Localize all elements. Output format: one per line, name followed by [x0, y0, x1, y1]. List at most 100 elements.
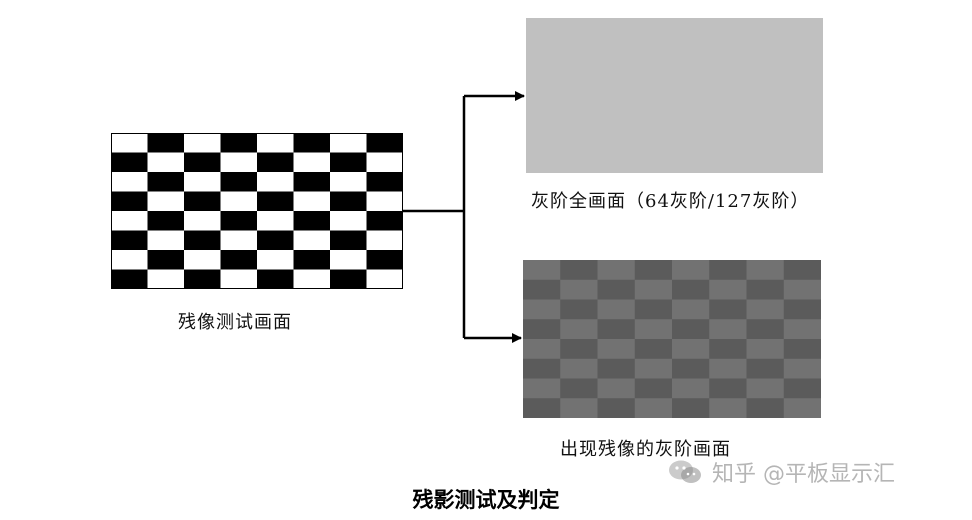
ghost-cell — [523, 319, 561, 340]
ghost-cell — [672, 279, 710, 300]
ghost-cell — [560, 358, 598, 379]
ghost-cell — [597, 378, 636, 399]
ghost-cell — [709, 319, 747, 340]
ghost-cell — [597, 339, 636, 360]
checker-cell — [366, 172, 403, 192]
checker-cell — [293, 230, 331, 251]
ghost-cell — [634, 358, 673, 379]
checker-cell — [147, 250, 185, 270]
checker-cell — [257, 172, 294, 192]
checker-cell — [220, 191, 258, 212]
ghost-cell — [709, 358, 747, 379]
checker-cell — [257, 211, 294, 231]
checker-cell — [366, 133, 403, 153]
checker-cell — [330, 230, 367, 251]
checker-cell — [184, 152, 221, 173]
checker-cell — [330, 211, 367, 231]
checker-cell — [293, 250, 331, 270]
checker-cell — [220, 230, 258, 251]
checker-cell — [366, 152, 403, 173]
checker-cell — [330, 269, 367, 289]
watermark-text: 知乎 @平板显示汇 — [712, 462, 895, 487]
ghost-cell — [597, 260, 636, 281]
ghost-cell — [746, 319, 785, 340]
checker-cell — [184, 211, 221, 231]
checker-cell — [147, 133, 185, 153]
ghost-cell — [783, 319, 821, 340]
ghost-cell — [523, 358, 561, 379]
ghost-cell — [783, 378, 821, 399]
ghost-cell — [746, 279, 785, 300]
checker-cell — [366, 191, 403, 212]
ghost-cell — [672, 319, 710, 340]
ghost-cell — [634, 319, 673, 340]
checker-cell — [184, 172, 221, 192]
ghost-cell — [783, 299, 821, 320]
ghost-cell — [560, 378, 598, 399]
checker-cell — [220, 269, 258, 289]
checker-cell — [184, 269, 221, 289]
ghost-cell — [746, 339, 785, 360]
ghost-cell — [746, 260, 785, 281]
ghost-cell — [709, 279, 747, 300]
checker-cell — [147, 269, 185, 289]
checker-cell — [293, 152, 331, 173]
ghost-cell — [746, 299, 785, 320]
ghost-cell — [634, 398, 673, 418]
ghost-cell — [634, 299, 673, 320]
ghost-cell — [709, 378, 747, 399]
checker-cell — [184, 250, 221, 270]
checker-cell — [184, 133, 221, 153]
ghost-cell — [746, 398, 785, 418]
ghost-cell — [672, 260, 710, 281]
grayscale-label: 灰阶全画面（64灰阶/127灰阶） — [531, 191, 810, 212]
checkerboard-test-pattern — [111, 133, 403, 289]
ghost-cell — [672, 378, 710, 399]
ghost-cell — [597, 319, 636, 340]
checker-cell — [147, 152, 185, 173]
ghost-cell — [597, 299, 636, 320]
ghost-cell — [560, 279, 598, 300]
ghost-cell — [746, 378, 785, 399]
checker-cell — [257, 269, 294, 289]
ghost-cell — [783, 398, 821, 418]
checker-cell — [366, 250, 403, 270]
checker-cell — [293, 191, 331, 212]
ghost-cell — [634, 339, 673, 360]
checker-cell — [257, 250, 294, 270]
checker-cell — [366, 230, 403, 251]
checker-cell — [257, 133, 294, 153]
afterimage-grayscale-panel — [523, 260, 821, 418]
ghost-cell — [523, 339, 561, 360]
ghost-cell — [672, 339, 710, 360]
ghost-cell — [709, 299, 747, 320]
checker-cell — [330, 191, 367, 212]
checker-border — [111, 133, 403, 289]
checker-cell — [147, 172, 185, 192]
wechat-icon — [669, 460, 701, 483]
watermark: 知乎 @平板显示汇 — [668, 456, 895, 488]
checker-cell — [147, 211, 185, 231]
checker-cell — [330, 172, 367, 192]
ghost-cell — [597, 398, 636, 418]
ghost-cell — [523, 279, 561, 300]
ghost-cell — [634, 378, 673, 399]
checker-cell — [111, 172, 148, 192]
checker-cell — [147, 230, 185, 251]
checker-cell — [111, 250, 148, 270]
checker-cell — [220, 152, 258, 173]
ghost-cell — [523, 378, 561, 399]
checker-cell — [111, 191, 148, 212]
ghost-cell — [783, 260, 821, 281]
checker-cell — [293, 269, 331, 289]
ghost-cell — [634, 260, 673, 281]
ghost-cell — [597, 279, 636, 300]
checker-cell — [293, 172, 331, 192]
checker-cell — [220, 211, 258, 231]
ghost-cell — [672, 358, 710, 379]
ghost-cell — [783, 279, 821, 300]
checker-cell — [330, 250, 367, 270]
checker-cell — [220, 133, 258, 153]
checkerboard-label: 残像测试画面 — [178, 312, 292, 333]
ghost-cell — [597, 358, 636, 379]
